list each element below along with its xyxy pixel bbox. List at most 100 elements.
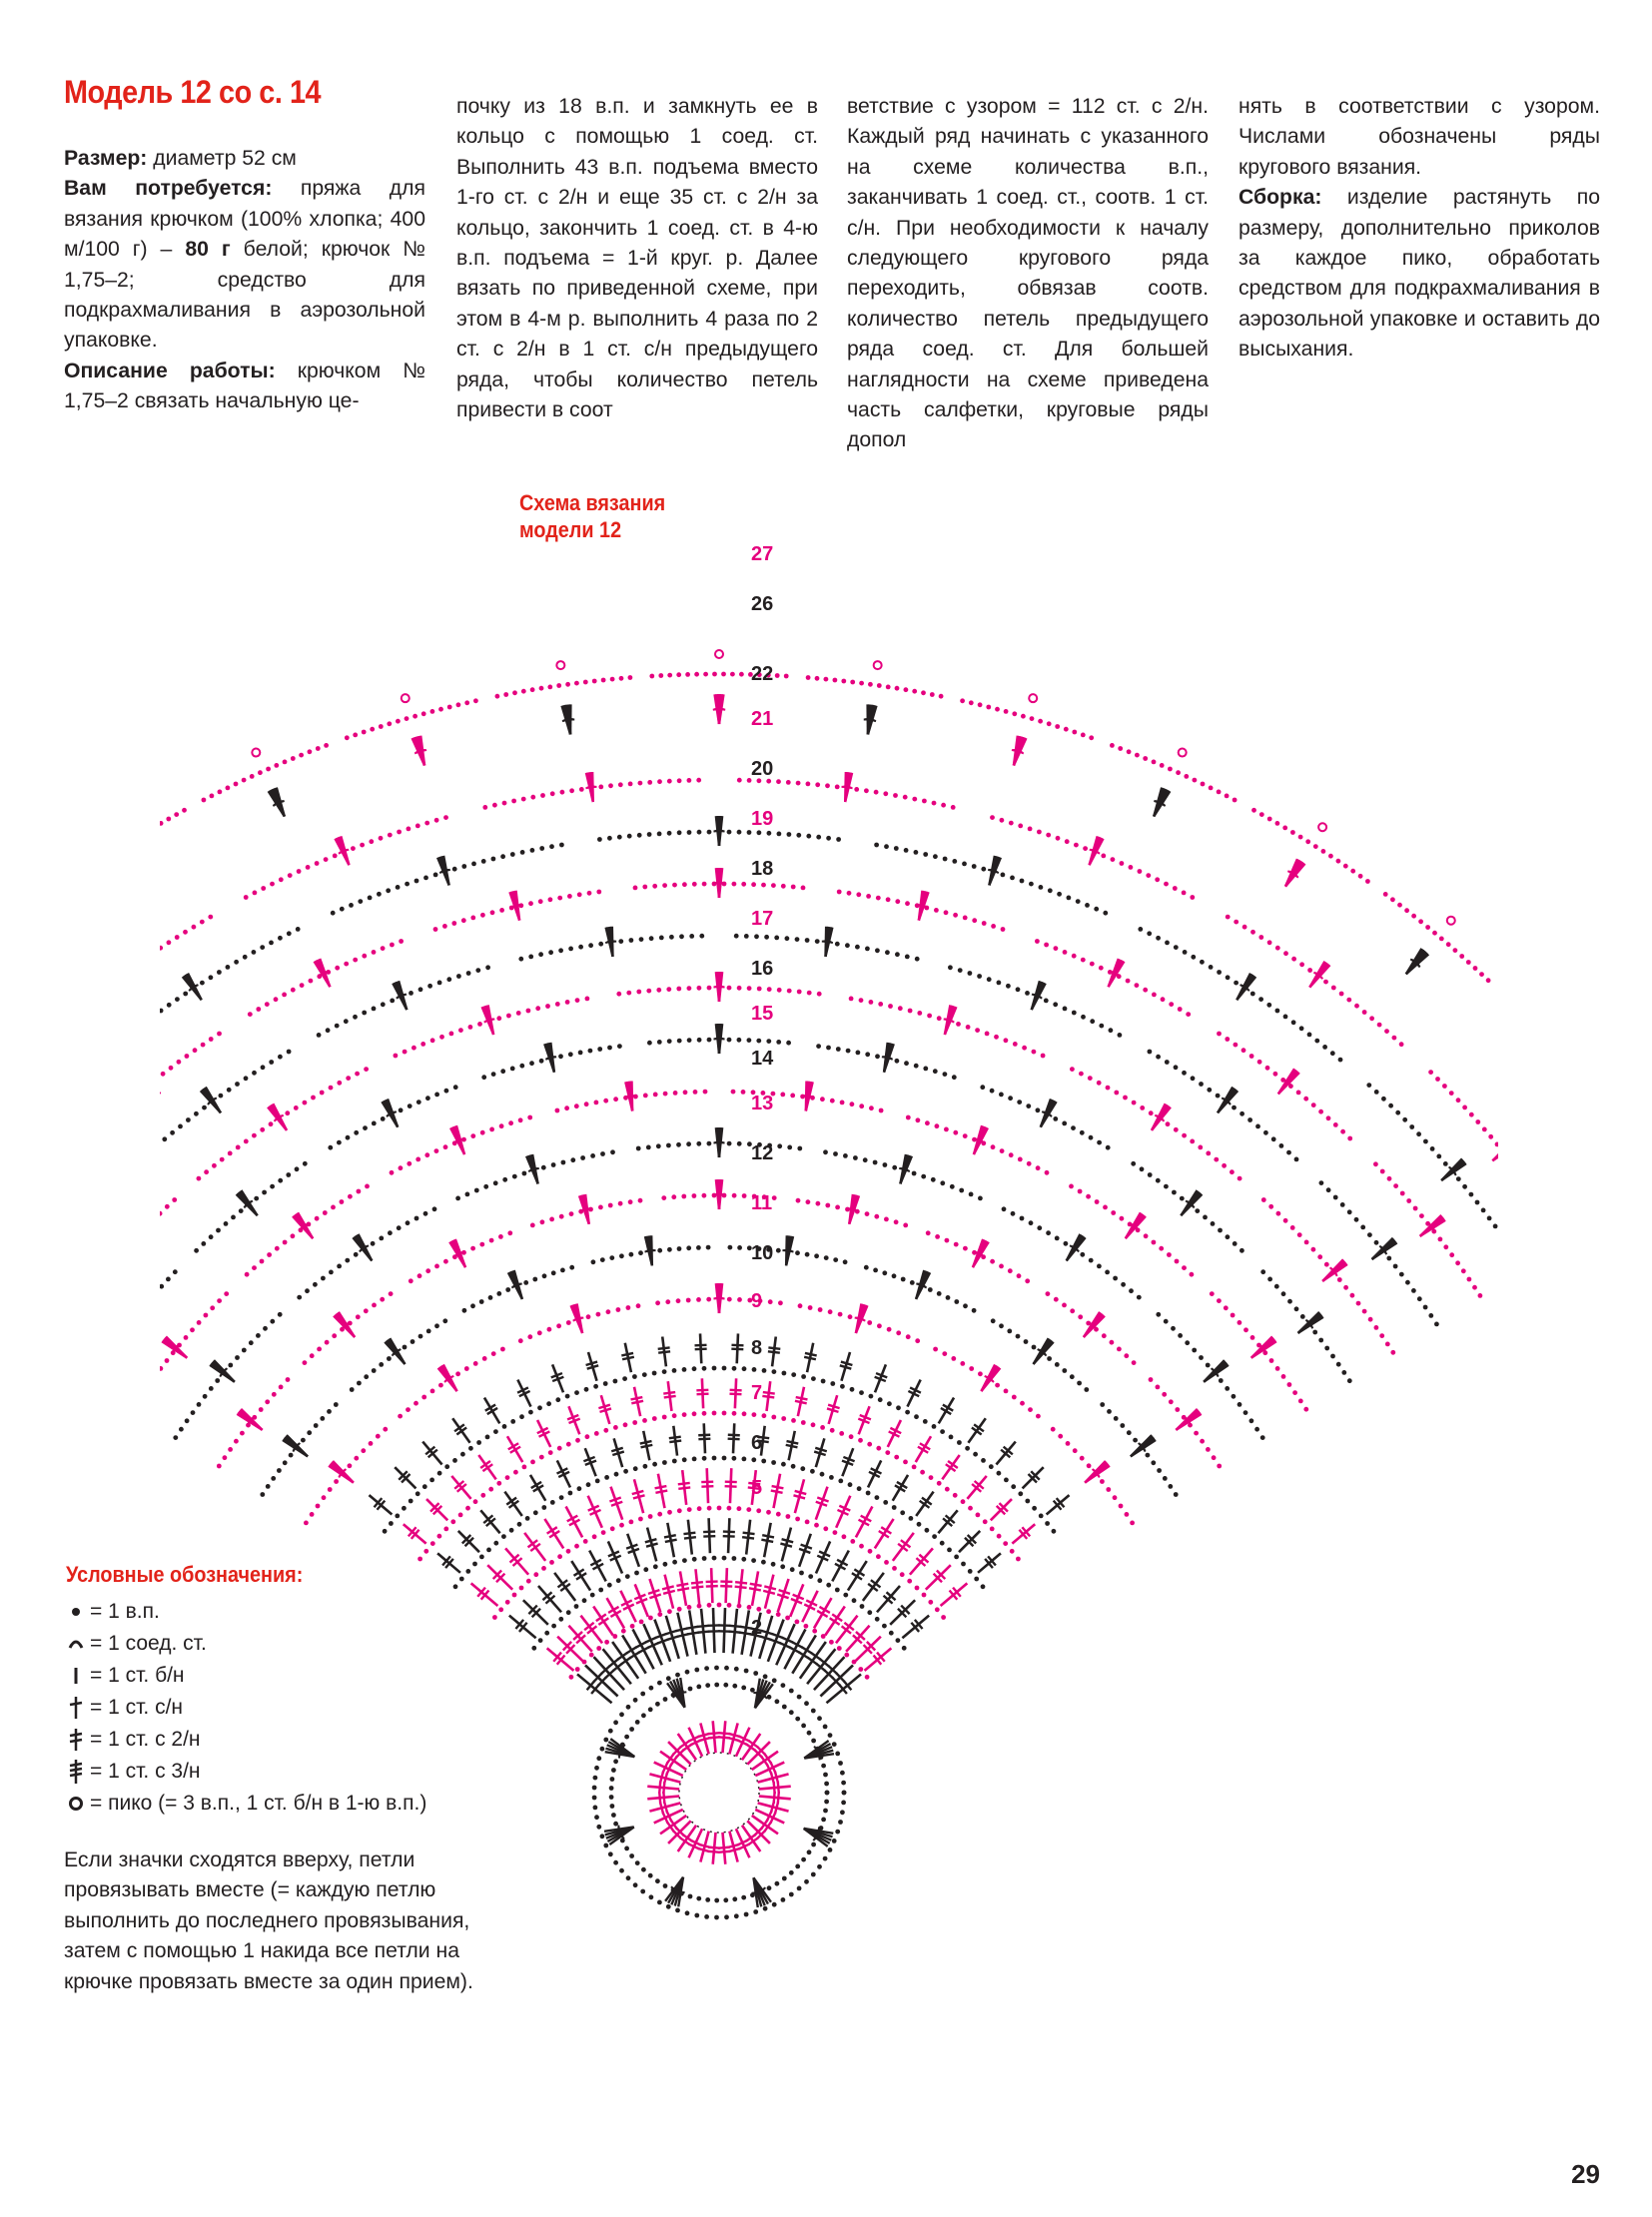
stitch-fan [1321,1258,1348,1282]
chain-arc [417,1410,1021,1562]
stitch-fan [713,971,725,1003]
stitch-symbol [801,1590,819,1623]
stitch-fan [643,1235,656,1266]
legend-item-text: = 1 ст. б/н [90,1664,185,1687]
chain-arc [1070,1067,1242,1181]
chain-arc [1217,1031,1353,1141]
stitch-fan [392,980,409,1011]
chain-arc [1156,1311,1265,1440]
legend-item-text: = 1 ст. с/н [90,1696,184,1719]
stitch-symbol [813,1437,828,1468]
stitch-fan [1283,858,1306,888]
stitch-fan [161,1335,189,1359]
stitch-symbol [677,1469,691,1506]
stitch-fan [236,1408,264,1431]
row-number: 27 [751,543,773,565]
double-crochet-icon [69,1697,83,1719]
row-number: 11 [751,1192,772,1214]
stitch-symbol [746,1820,771,1845]
stitch-symbol [698,1423,711,1454]
stitch-symbol [421,1440,443,1466]
text-column-2: почку из 18 в.п. и замкнуть ее в кольцо … [456,95,818,422]
stitch-symbol [873,1518,895,1550]
stitch-symbol [727,1423,740,1454]
stitch-symbol [676,1571,690,1607]
materials-weight: 80 г [185,238,231,262]
legend-item-text: = 1 соед. ст. [90,1632,207,1655]
stitch-symbol [854,1505,874,1538]
picot-icon [1317,822,1328,833]
stitch-fan [449,1124,466,1155]
stitch-symbol [776,1578,791,1613]
stitch-symbol [701,1468,714,1504]
stitch-symbol [966,1475,988,1500]
assembly-value: изделие растянуть по размеру, дополнител… [1239,186,1600,362]
stitch-symbol [605,1597,626,1630]
stitch-symbol [625,1533,641,1568]
stitch-symbol [814,1540,832,1574]
stitch-symbol [924,1564,952,1591]
stitch-symbol [834,1495,852,1529]
chain-arc [247,939,404,1017]
stitch-symbol [543,1518,565,1550]
stitch-symbol [783,1628,807,1670]
stitch-fan [821,926,834,958]
stitch-fan [181,972,203,1001]
stitch-symbol [566,1405,581,1435]
stitch-symbol [582,1447,597,1477]
stitch-symbol [537,1585,562,1614]
chain-arc [1209,1291,1309,1412]
stitch-fan [1236,972,1257,1001]
stitch-symbol [685,1610,700,1656]
stitch-fan [282,1434,309,1458]
stitch-symbol [683,1519,697,1555]
stitch-symbol [456,1530,480,1554]
stitch-symbol [503,1490,523,1517]
legend-item-text: = 1 в.п. [90,1600,160,1623]
stitch-symbol [579,1614,604,1645]
stitch-symbol [977,1552,1002,1574]
stitch-fan [448,1238,467,1268]
stitch-symbol [555,1459,572,1488]
stitch-symbol [761,1522,775,1558]
stitch-fan [712,693,726,725]
legend-item: = 1 соед. ст. [64,1628,426,1660]
legend-item: = 1 в.п. [64,1596,426,1628]
chain-arc [160,914,214,951]
stitch-symbol [664,1615,680,1660]
chain-arc [492,1505,946,1620]
stitch-symbol [967,1417,987,1444]
stitch-fan [971,1238,990,1268]
chain-arc [316,965,490,1038]
stitch-symbol [703,1518,716,1554]
stitch-symbol [479,1509,501,1535]
stitch-fan [841,771,854,803]
chain-arc [554,1089,708,1113]
row-number: 13 [751,1093,773,1114]
stitch-symbol [915,1490,935,1517]
stitch-fan [914,1269,932,1300]
stitch-symbol [621,1342,635,1373]
stitch-symbol [1021,1466,1045,1490]
row-number: 18 [751,858,773,880]
chain-arc [1373,1161,1483,1298]
row-number: 17 [751,908,773,930]
stitch-symbol [504,1547,530,1576]
stitch-symbol [535,1419,552,1448]
chain-arc [655,1296,783,1306]
stitch-fan [1082,1311,1106,1338]
chain-arc [173,1311,283,1440]
stitch-symbol [718,1608,731,1654]
stitch-symbol [901,1614,930,1640]
chain-arc [393,996,590,1059]
stitch-symbol [450,1475,472,1500]
stitch-fan [480,1005,495,1036]
chain-arc [160,1269,178,1289]
chain-arc [1260,1197,1396,1355]
col4-text: нять в соответствии с узором. Числами об… [1239,95,1600,179]
text-column-4: нять в соответствии с узором. Числами об… [1239,92,1600,366]
stitch-symbol [758,1615,774,1660]
stitch-fan [1107,958,1126,988]
stitch-fan [199,1086,222,1114]
stitch-fan [543,1042,557,1074]
